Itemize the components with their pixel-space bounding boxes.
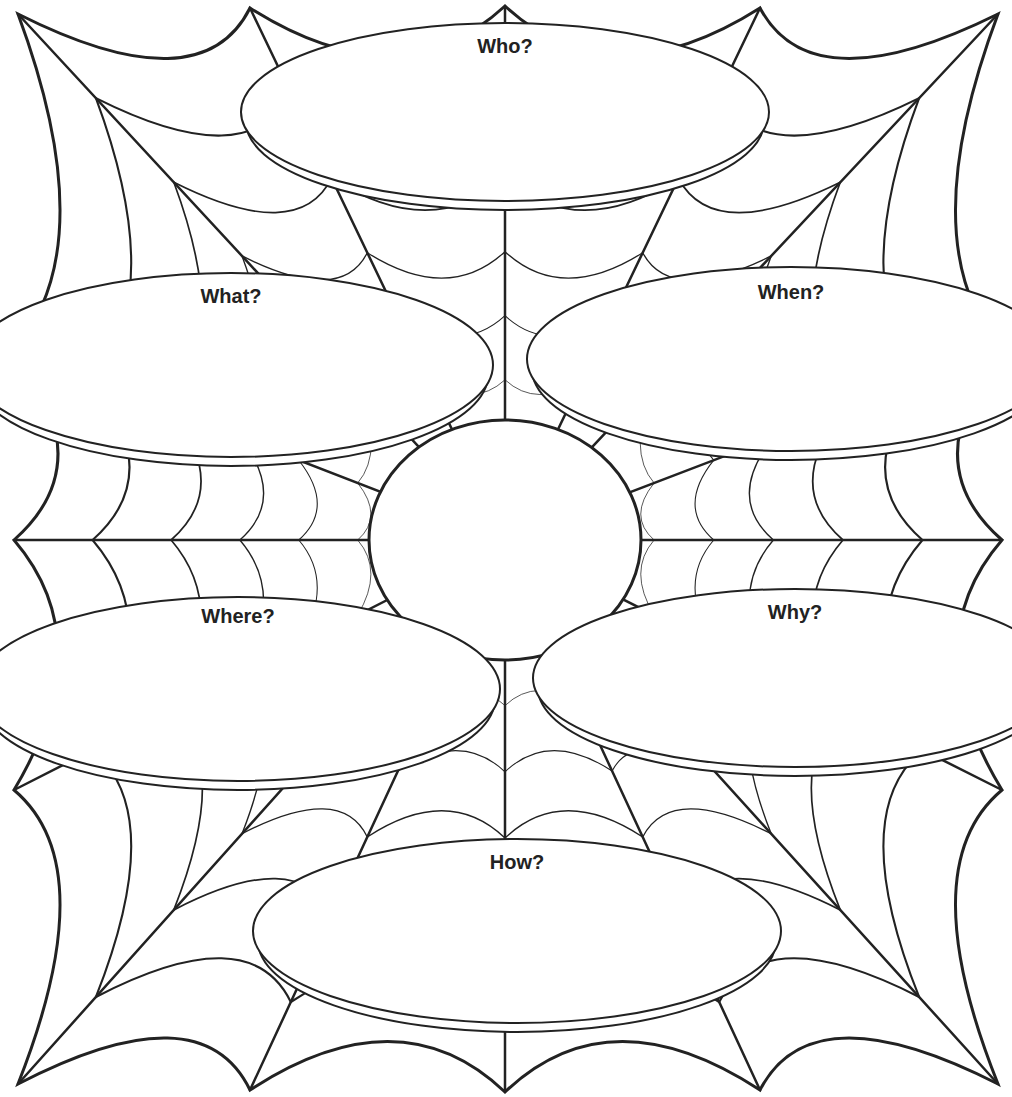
oval-face [533,589,1012,767]
question-oval: How? [252,838,782,1024]
question-label: When? [526,280,1012,304]
oval-face [0,597,500,781]
question-oval: Who? [240,22,770,202]
question-label: Who? [240,34,770,58]
oval-face [527,267,1012,451]
question-oval: Why? [532,588,1012,768]
question-label: What? [0,284,494,308]
web-strands [14,6,1002,1092]
oval-face [253,839,781,1023]
question-oval: What? [0,272,494,458]
oval-face [241,23,769,201]
question-label: How? [252,850,782,874]
question-label: Where? [0,604,501,628]
question-label: Why? [532,600,1012,624]
question-oval: When? [526,266,1012,452]
oval-face [0,273,493,457]
question-oval: Where? [0,596,501,782]
